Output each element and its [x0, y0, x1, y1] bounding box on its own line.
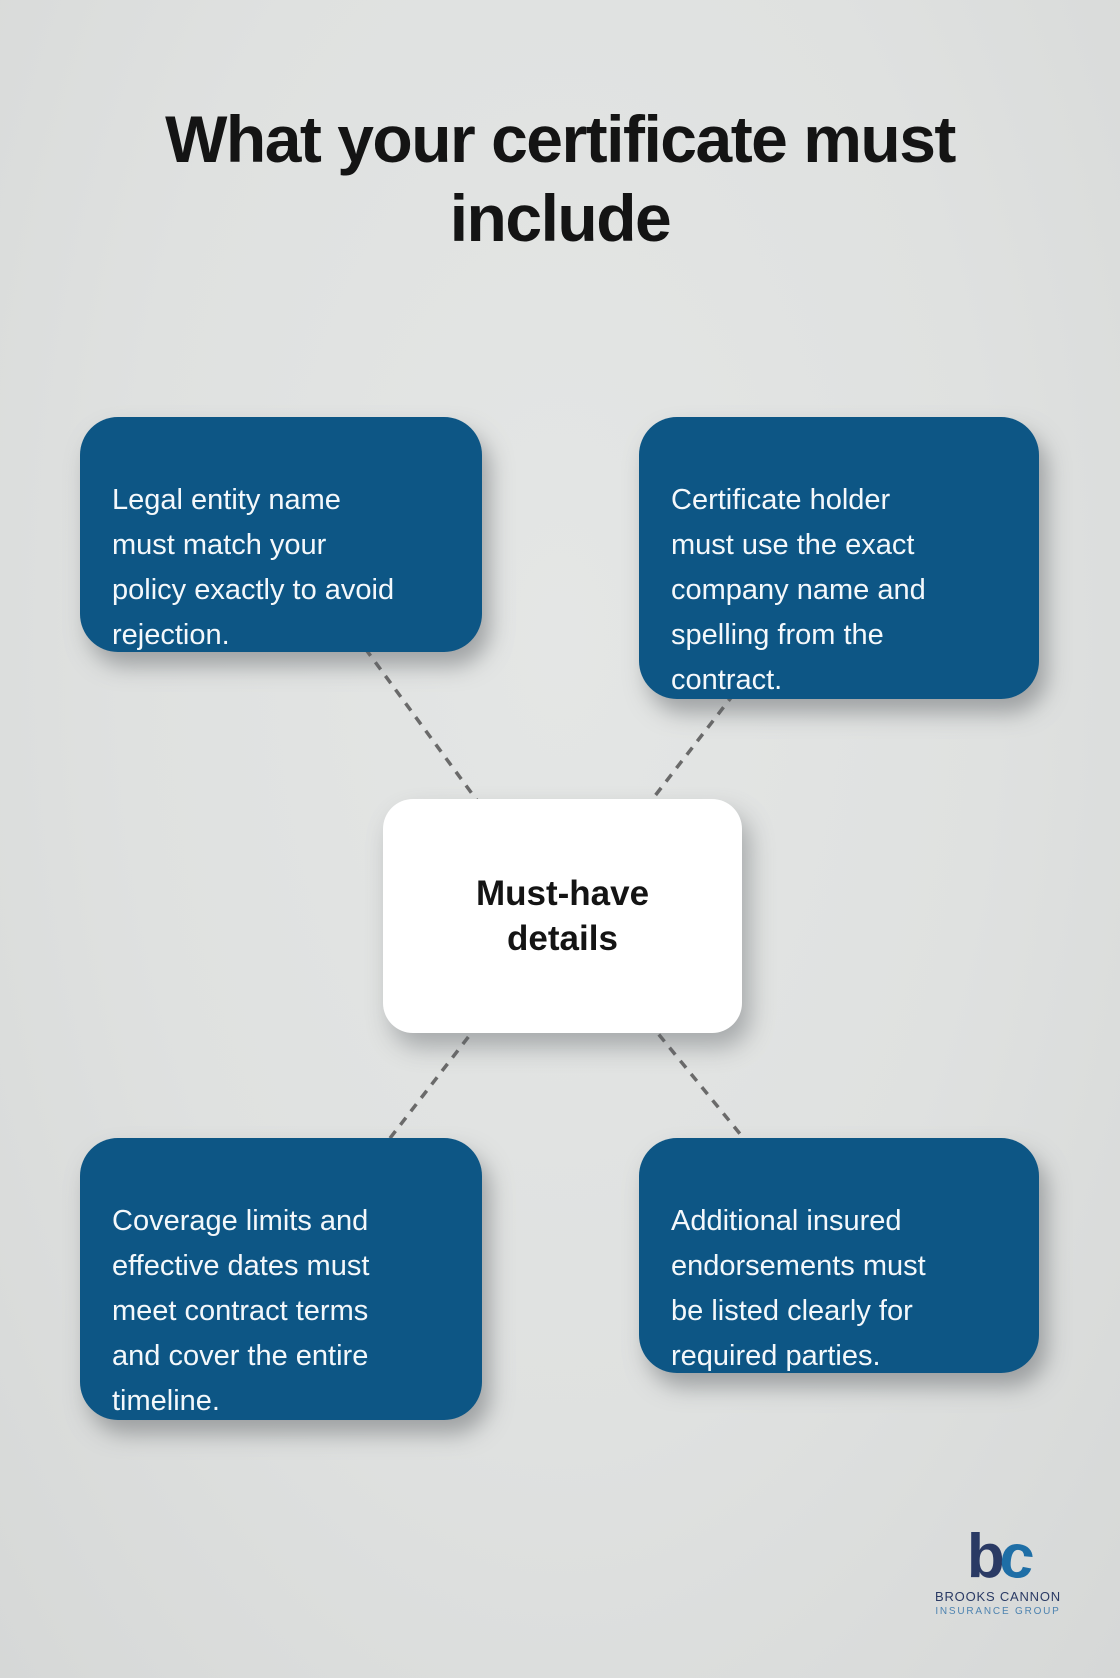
- logo-monogram-b: b: [966, 1522, 1005, 1591]
- info-card-bottom-left: Coverage limits and effective dates must…: [80, 1138, 482, 1420]
- info-card-top-right: Certificate holder must use the exact co…: [639, 417, 1039, 699]
- info-card-top-left-text: Legal entity name must match your policy…: [112, 484, 395, 651]
- info-card-bottom-left-text: Coverage limits and effective dates must…: [112, 1205, 370, 1417]
- brooks-cannon-logo: bc BROOKS CANNON INSURANCE GROUP: [903, 1520, 1093, 1617]
- center-node-label: Must-have details: [475, 874, 650, 958]
- logo-monogram-c: c: [995, 1520, 1034, 1593]
- info-card-bottom-right: Additional insured endorsements must be …: [639, 1138, 1039, 1373]
- logo-company-name: BROOKS CANNON: [935, 1589, 1061, 1604]
- logo-tagline: INSURANCE GROUP: [935, 1606, 1061, 1617]
- info-card-top-left: Legal entity name must match your policy…: [80, 417, 482, 652]
- logo-bc-monogram-icon: bc: [903, 1520, 1093, 1593]
- info-card-top-right-text: Certificate holder must use the exact co…: [671, 484, 926, 696]
- info-card-bottom-right-text: Additional insured endorsements must be …: [671, 1205, 926, 1372]
- center-node: Must-have details: [383, 799, 742, 1033]
- infographic-title: What your certificate must include: [165, 102, 956, 255]
